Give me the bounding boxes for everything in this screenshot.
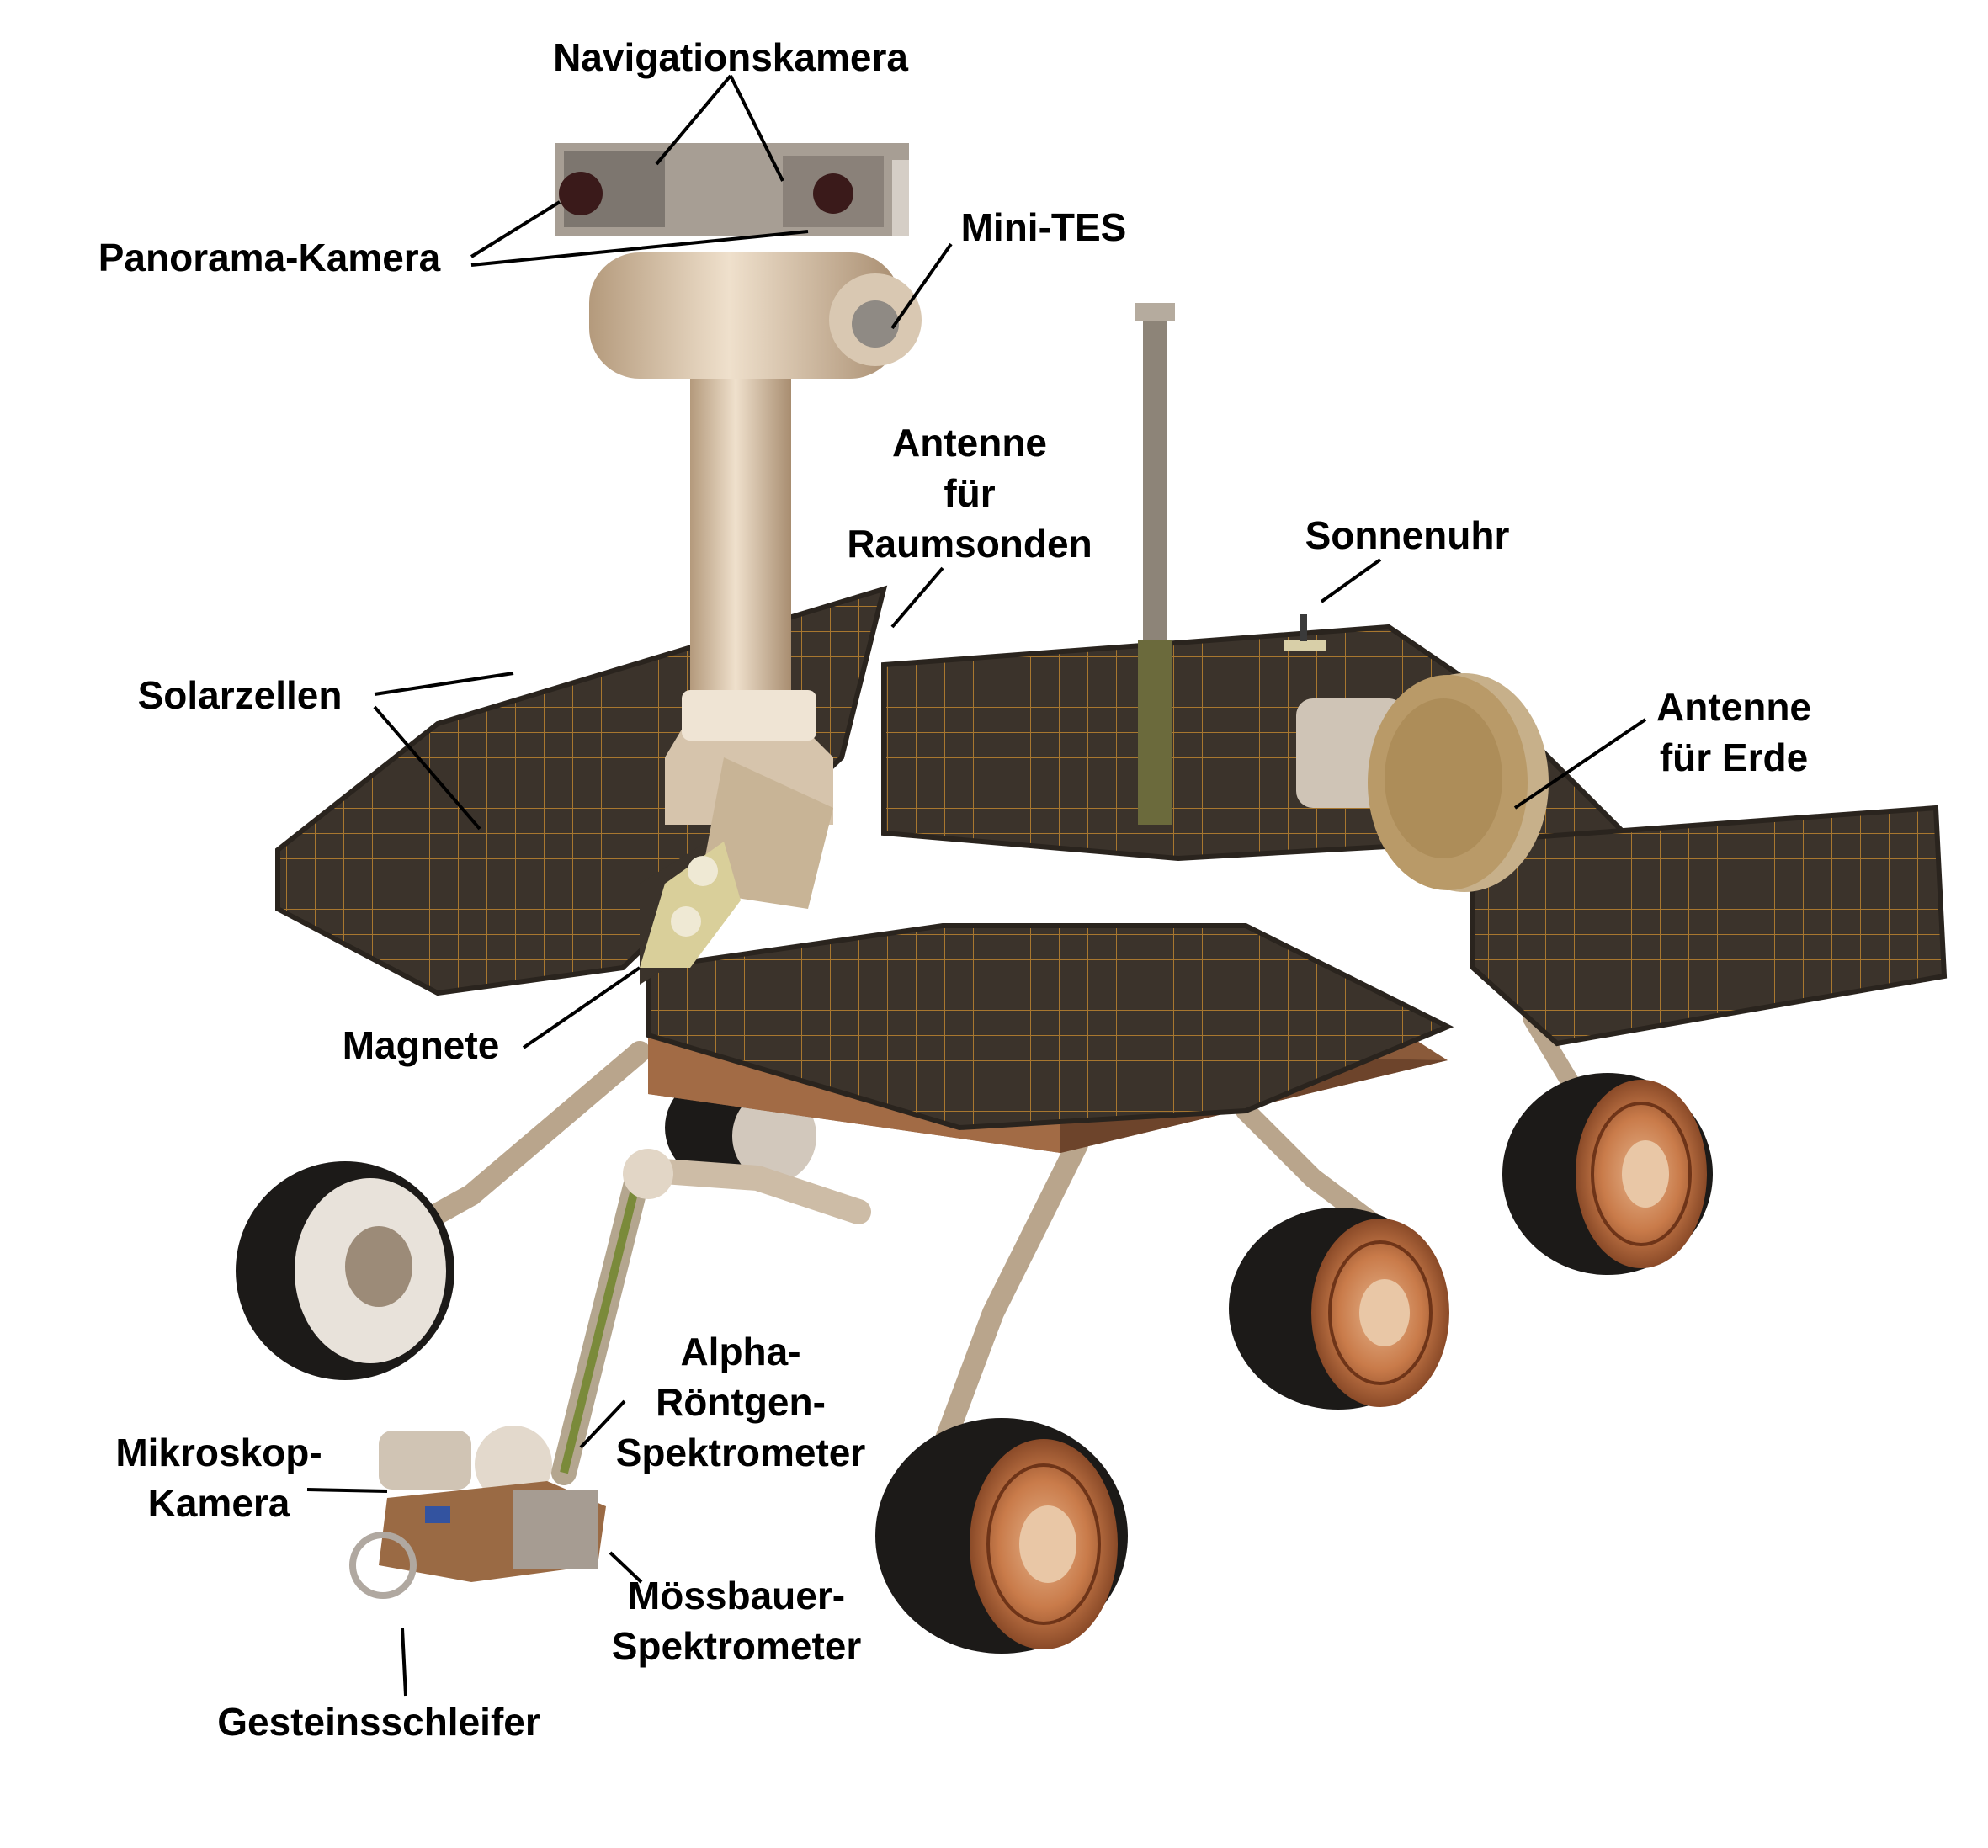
leader-alpha: [579, 1399, 626, 1449]
magnets: [640, 842, 741, 968]
label-mikroskop-line2: Kamera: [148, 1481, 290, 1525]
leader-lines: [306, 74, 1647, 1697]
instrument-arm: [551, 1149, 871, 1485]
label-panorama-kamera: Panorama-Kamera: [98, 236, 441, 279]
label-antenne-erde-line1: Antenne: [1656, 685, 1811, 729]
solar-panels: [275, 585, 1948, 1131]
wheel-rear-left: [236, 1161, 454, 1380]
labels: Navigationskamera Panorama-Kamera Mini-T…: [98, 35, 1811, 1744]
leader-navigationskamera: [655, 74, 784, 182]
sundial: [1284, 614, 1326, 651]
label-mini-tes: Mini-TES: [961, 205, 1127, 249]
label-antenne-raumsonden-line1: Antenne: [892, 421, 1047, 465]
label-alpha-line1: Alpha-: [680, 1330, 800, 1373]
leader-moessbauer: [609, 1551, 643, 1584]
label-mikroskop-line1: Mikroskop-: [115, 1431, 322, 1474]
wheel-front-right: [875, 1418, 1128, 1654]
label-navigationskamera: Navigationskamera: [553, 35, 908, 79]
label-sonnenuhr: Sonnenuhr: [1305, 513, 1510, 557]
low-gain-antenna-mast: [1135, 303, 1175, 825]
wheel-middle-right: [1229, 1208, 1449, 1410]
leader-antenne-raumsonden: [890, 566, 944, 629]
leader-solarzellen: [373, 672, 514, 831]
leader-sonnenuhr: [1320, 558, 1382, 603]
label-antenne-erde-line2: für Erde: [1660, 735, 1808, 779]
label-alpha-line2: Röntgen-: [656, 1380, 826, 1424]
leader-mikroskop: [306, 1488, 388, 1493]
camera-head: [555, 143, 922, 379]
label-antenne-raumsonden-line3: Raumsonden: [847, 522, 1092, 566]
leader-magnete: [522, 966, 641, 1049]
label-moessbauer-line2: Spektrometer: [612, 1624, 862, 1668]
wheel-rear-right: [1502, 1073, 1713, 1275]
label-solarzellen: Solarzellen: [138, 673, 343, 717]
label-magnete: Magnete: [343, 1023, 500, 1067]
label-gesteinsschleifer: Gesteinsschleifer: [217, 1700, 540, 1744]
leader-antenne-erde: [1513, 718, 1647, 810]
leader-gesteinsschleifer: [401, 1628, 407, 1697]
label-antenne-raumsonden-line2: für: [944, 471, 995, 515]
instrument-turret: [349, 1426, 606, 1599]
high-gain-antenna: [1296, 673, 1549, 892]
leader-mini-tes: [890, 242, 953, 330]
label-alpha-line3: Spektrometer: [616, 1431, 866, 1474]
leader-panorama-kamera: [470, 200, 809, 267]
label-moessbauer-line1: Mössbauer-: [628, 1574, 845, 1617]
